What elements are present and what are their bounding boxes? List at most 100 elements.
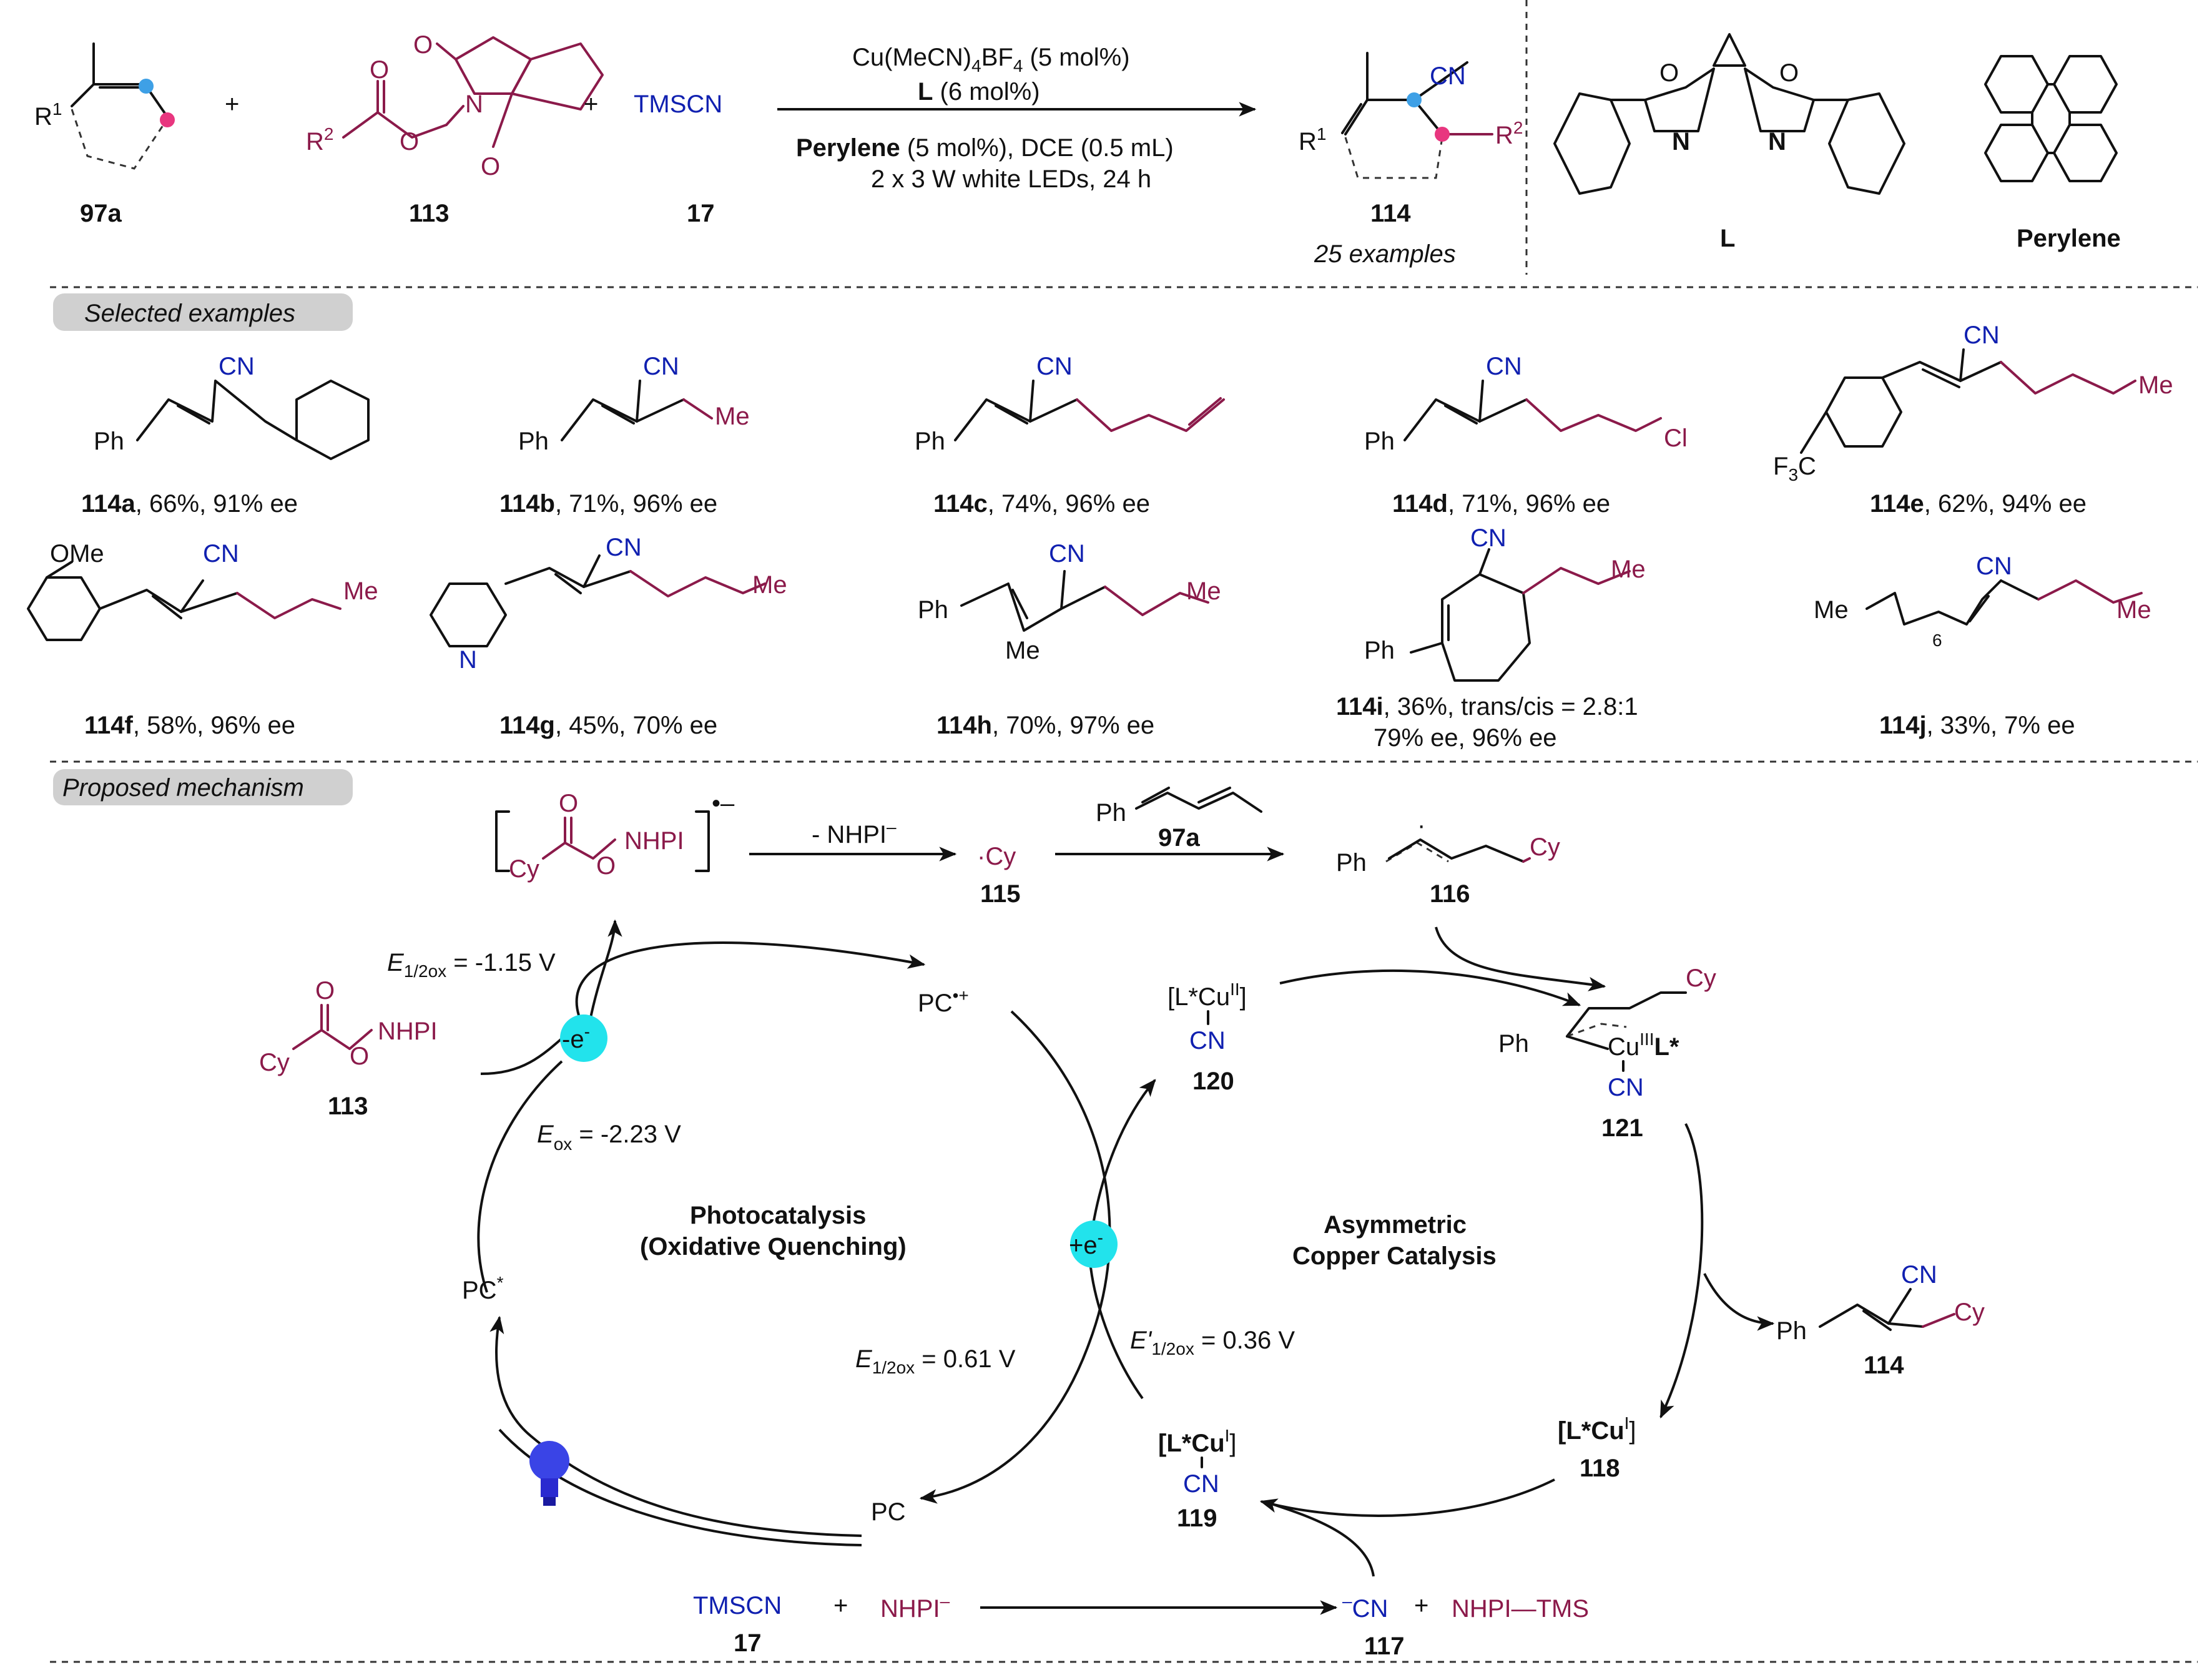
svg-text:O: O [1659, 59, 1679, 87]
svg-text:CN: CN [219, 353, 255, 380]
cu-ii-complex-120: [L*CuII] CN 120 [1167, 980, 1247, 1095]
svg-text:R1: R1 [1299, 124, 1326, 155]
svg-text:NHPI: NHPI [378, 1018, 438, 1045]
svg-text:Me: Me [1186, 577, 1221, 605]
label-113-mech: 113 [328, 1093, 368, 1120]
svg-text:6: 6 [1932, 631, 1942, 650]
example-114d: Ph CN Cl 114d, 71%, 96% ee [1364, 353, 1688, 518]
reduction-potential-113: E1/2ox = -1.15 V [387, 949, 556, 981]
selected-examples-header: Selected examples [84, 300, 295, 327]
svg-text:O: O [350, 1043, 369, 1070]
svg-text:F3C: F3C [1773, 453, 1816, 484]
example-114b: Ph CN Me 114b, 71%, 96% ee [499, 353, 750, 518]
svg-text:+: + [833, 1592, 848, 1619]
example-114j: Me 6 CN Me 114j, 33%, 7% ee [1814, 553, 2151, 739]
svg-text:CN: CN [1183, 1470, 1219, 1498]
example-label-114c: 114c, 74%, 96% ee [933, 490, 1150, 518]
label-117: 117 [1364, 1633, 1405, 1660]
svg-text:Cy: Cy [259, 1049, 290, 1076]
svg-text:Ph: Ph [518, 428, 549, 455]
svg-text:OMe: OMe [50, 540, 104, 567]
svg-text:O: O [481, 153, 500, 180]
label-119: 119 [1177, 1505, 1217, 1532]
svg-text:[L*CuII]: [L*CuII] [1167, 980, 1247, 1011]
svg-text:O: O [370, 56, 389, 84]
svg-text:+: + [1414, 1592, 1428, 1619]
reaction-conditions: Cu(MeCN)4BF4 (5 mol%) L (6 mol%) Perylen… [777, 44, 1257, 193]
cyanide-anion: –CN [1342, 1591, 1388, 1623]
excited-state-potential: Eox = -2.23 V [537, 1121, 681, 1154]
svg-text:N: N [465, 91, 483, 118]
cu-i-complex-118: [L*CuI] 118 [1558, 1413, 1636, 1482]
svg-text:Ph: Ph [1364, 428, 1395, 455]
tmscn-bottom: TMSCN [693, 1592, 782, 1619]
label-115: 115 [980, 880, 1021, 908]
svg-text:Cu(MeCN)4BF4 (5 mol%): Cu(MeCN)4BF4 (5 mol%) [852, 44, 1130, 76]
stereocenter-blue-icon [1407, 92, 1422, 107]
example-label-114f: 114f, 58%, 96% ee [84, 712, 295, 739]
example-label-114a: 114a, 66%, 91% ee [81, 490, 298, 518]
cycle-photocatalysis-subtitle: (Oxidative Quenching) [640, 1233, 907, 1260]
svg-text:Ph: Ph [1336, 849, 1367, 877]
allyl-radical-116: · Ph Cy 116 [1336, 812, 1560, 908]
example-114h: Ph Me CN Me 114h, 70%, 97% ee [918, 540, 1221, 739]
minus-nhpi-label: - NHPI– [812, 817, 897, 848]
svg-text:N: N [1672, 128, 1690, 155]
svg-text:CN: CN [1189, 1027, 1226, 1054]
mechanism-header-box [53, 769, 353, 805]
svg-text:Ph: Ph [1096, 799, 1126, 827]
example-label-114j: 114j, 33%, 7% ee [1879, 712, 2075, 739]
label-113: 113 [409, 200, 450, 227]
example-114i: Ph CN Me 114i, 36%, trans/cis = 2.8:1 79… [1336, 524, 1646, 752]
label-116: 116 [1430, 880, 1470, 908]
pc-radical-cation: PC•+ [918, 986, 969, 1017]
svg-text:+: + [584, 91, 598, 118]
cu-iii-complex-121: Ph Cy CuIIIL* CN 121 [1498, 965, 1716, 1142]
example-114f: OMe CN Me 114f, 58%, 96% ee [27, 540, 378, 739]
svg-text:+e-: +e- [1069, 1228, 1103, 1259]
perylene-structure: Perylene [1984, 55, 2121, 252]
example-label-114h: 114h, 70%, 97% ee [936, 712, 1154, 739]
ligand-label: L [1720, 225, 1735, 252]
svg-text:•–: •– [712, 790, 735, 817]
example-label-114i: 114i, 36%, trans/cis = 2.8:1 [1336, 693, 1638, 720]
example-label-114e: 114e, 62%, 94% ee [1870, 490, 2087, 518]
svg-text:Cy: Cy [509, 855, 539, 883]
examples-count: 25 examples [1314, 240, 1456, 268]
plus-sign: + [225, 91, 239, 118]
cycle-copper-subtitle: Copper Catalysis [1292, 1242, 1497, 1270]
svg-text:O: O [559, 790, 578, 817]
svg-text:97a: 97a [1158, 824, 1200, 852]
svg-text:Cy: Cy [1530, 833, 1560, 861]
svg-text:Me: Me [1814, 596, 1849, 624]
lightbulb-icon [529, 1441, 569, 1506]
cu-i-complex-119: [L*CuI] CN 119 [1158, 1426, 1237, 1532]
svg-text:O: O [596, 852, 616, 880]
svg-text:CN: CN [1976, 553, 2012, 580]
svg-text:Cy: Cy [1686, 965, 1716, 992]
svg-text:Me: Me [715, 403, 750, 430]
pc-ground-state: PC [871, 1498, 906, 1526]
svg-text:R2: R2 [306, 124, 333, 155]
example-label-114b: 114b, 71%, 96% ee [499, 490, 717, 518]
example-114e: F3C CN Me 114e, 62%, 94% ee [1773, 322, 2173, 518]
svg-text:CN: CN [1901, 1261, 1937, 1289]
svg-text:2 x 3 W white LEDs, 24 h: 2 x 3 W white LEDs, 24 h [871, 165, 1151, 193]
svg-text:Perylene (5 mol%), DCE (0.5 mL: Perylene (5 mol%), DCE (0.5 mL) [796, 134, 1174, 162]
radical-anion-113: O Cy O NHPI •– [495, 790, 735, 883]
pc-excited: PC* [462, 1273, 504, 1304]
nhpi-ester-113-mech: O Cy O NHPI 113 [259, 977, 438, 1120]
label-120: 120 [1192, 1068, 1234, 1095]
electron-circle-icon [560, 1014, 607, 1062]
nhpi-anion-bottom: NHPI– [880, 1591, 950, 1623]
product-114-mech: Ph CN Cy 114 [1776, 1261, 1985, 1379]
electron-in-circle: +e- [1069, 1221, 1118, 1268]
reactive-site-blue-icon [139, 79, 154, 94]
example-114c: Ph CN 114c, 74%, 96% ee [915, 353, 1225, 518]
cycle-photocatalysis-title: Photocatalysis [690, 1202, 866, 1229]
svg-text:O: O [413, 31, 433, 59]
svg-text:L (6 mol%): L (6 mol%) [918, 78, 1040, 106]
pc-oxidation-potential: E1/2ox = 0.61 V [855, 1345, 1016, 1377]
svg-text:Ph: Ph [1498, 1030, 1529, 1058]
